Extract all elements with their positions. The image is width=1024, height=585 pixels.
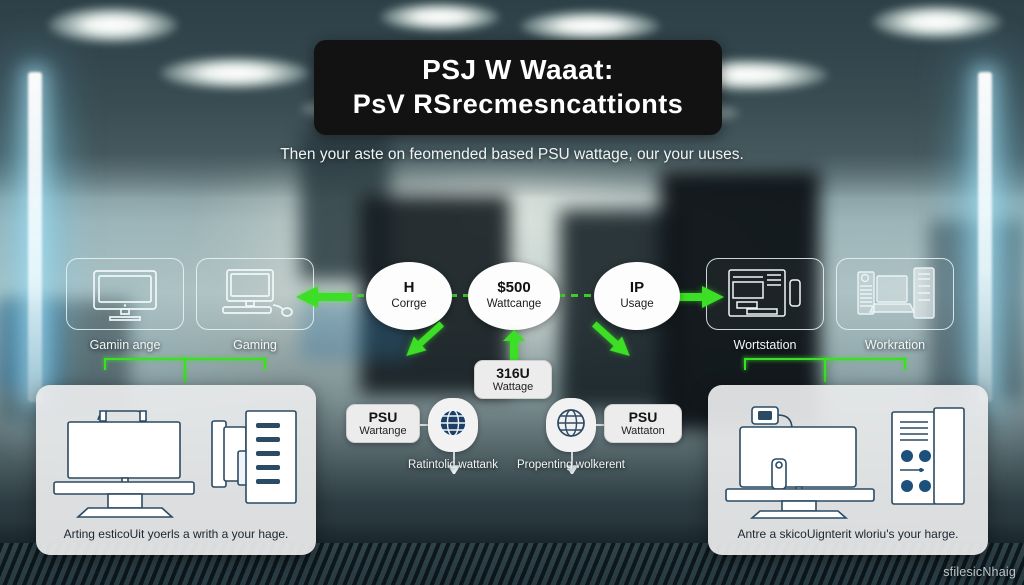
globe-icon	[555, 407, 587, 444]
globe-right-caption: Propenting wolkerent	[516, 459, 626, 471]
psu-box-left-title: PSU	[368, 409, 398, 425]
node-charge-label: Corrge	[391, 297, 427, 310]
connector-psu-left-globe	[420, 424, 430, 426]
node-ip-usage-value: IP	[629, 279, 645, 297]
workstation-window-icon	[723, 266, 807, 322]
watermark: sfilesicNhaig	[943, 565, 1016, 579]
bracket-left-group	[104, 358, 266, 384]
connector-globe-psu-right	[596, 424, 606, 426]
card-label-workstation-window: Wortstation	[733, 338, 797, 352]
wattage-value: 316U	[496, 365, 530, 381]
psu-box-left[interactable]: PSU Wartange	[346, 404, 420, 444]
title-plate: PSJ W Waaat: PsV RSrecmesncattionts	[314, 40, 722, 136]
node-ip-usage-label: Usage	[620, 297, 654, 310]
psu-box-right[interactable]: PSU Wattaton	[604, 404, 682, 444]
arrow-up-center-icon	[503, 330, 525, 360]
node-charge[interactable]: H Corrge	[366, 262, 452, 330]
tower-case-icon	[886, 406, 972, 519]
psu-box-right-title: PSU	[628, 409, 658, 425]
monitor-keyboard-mouse-icon	[213, 267, 297, 321]
ceiling-light-icon	[380, 2, 500, 32]
arrow-left-icon	[296, 286, 352, 308]
panel-right[interactable]: Antre a skicoUignterit wloriu's your har…	[708, 385, 988, 555]
panel-right-artwork	[720, 397, 976, 527]
panel-left[interactable]: Arting esticoUit yoerls a writh a your h…	[36, 385, 316, 555]
node-charge-value: H	[403, 279, 415, 297]
arrow-down-left-icon	[448, 452, 460, 474]
psu-box-right-label: Wattaton	[621, 425, 665, 438]
ceiling-light-icon	[160, 56, 310, 90]
page-title-line1: PSJ W Waaat:	[422, 54, 614, 85]
ceiling-light-icon	[48, 6, 178, 44]
card-label-gaming-monitor: Gamiin ange	[89, 338, 161, 352]
tower-pc-icon	[852, 266, 938, 322]
vertical-light-strip-left	[28, 72, 42, 402]
light-glow-left	[0, 58, 95, 428]
light-glow-right	[930, 58, 1024, 428]
desktop-monitor-icon	[88, 267, 162, 321]
monitor-webcam-icon	[724, 401, 876, 524]
link-arrow-to-ellipse1	[344, 294, 370, 297]
card-gaming-monitor[interactable]	[66, 258, 184, 330]
arrow-right-icon	[668, 286, 724, 308]
globe-left-caption: Ratintolic wattank	[407, 459, 499, 471]
node-wattage-range-label: Wattcange	[486, 297, 542, 310]
node-wattage-range[interactable]: $500 Wattcange	[468, 262, 560, 330]
page-title-line2: PsV RSrecmesncattionts	[352, 89, 684, 120]
page-subtitle: Then your aste on feomended based PSU wa…	[280, 146, 744, 163]
panel-left-artwork	[48, 397, 304, 527]
ceiling-light-icon	[872, 4, 1002, 40]
node-wattage-range-value: $500	[497, 279, 531, 297]
bracket-right-group	[744, 358, 906, 384]
card-label-gaming-setup: Gaming	[233, 338, 277, 352]
psu-box-left-label: Wartange	[359, 425, 407, 438]
card-tower-pc[interactable]	[836, 258, 954, 330]
node-ip-usage[interactable]: IP Usage	[594, 262, 680, 330]
bg-shelf-right	[930, 220, 1024, 400]
ceiling-light-icon	[520, 10, 660, 42]
arrow-up-left-icon	[399, 317, 448, 364]
wattage-value-box[interactable]: 316U Wattage	[474, 360, 552, 400]
arrow-up-right-icon	[587, 317, 636, 364]
card-gaming-setup[interactable]	[196, 258, 314, 330]
card-label-tower-pc: Workration	[864, 338, 926, 352]
link-ellipse3-arrow	[678, 294, 700, 297]
vertical-light-strip-right	[978, 72, 992, 402]
globe-node-left[interactable]	[428, 398, 478, 452]
arrow-down-right-icon	[566, 452, 578, 474]
globe-node-right[interactable]	[546, 398, 596, 452]
tower-case-icon	[208, 405, 300, 520]
globe-icon	[437, 407, 469, 444]
all-in-one-monitor-icon	[52, 402, 198, 523]
link-ellipse2-ellipse3	[558, 294, 598, 297]
panel-left-caption: Arting esticoUit yoerls a writh a your h…	[63, 527, 289, 541]
link-ellipse1-ellipse2	[450, 294, 472, 297]
wattage-label: Wattage	[492, 381, 534, 394]
panel-right-caption: Antre a skicoUignterit wloriu's your har…	[737, 527, 959, 541]
